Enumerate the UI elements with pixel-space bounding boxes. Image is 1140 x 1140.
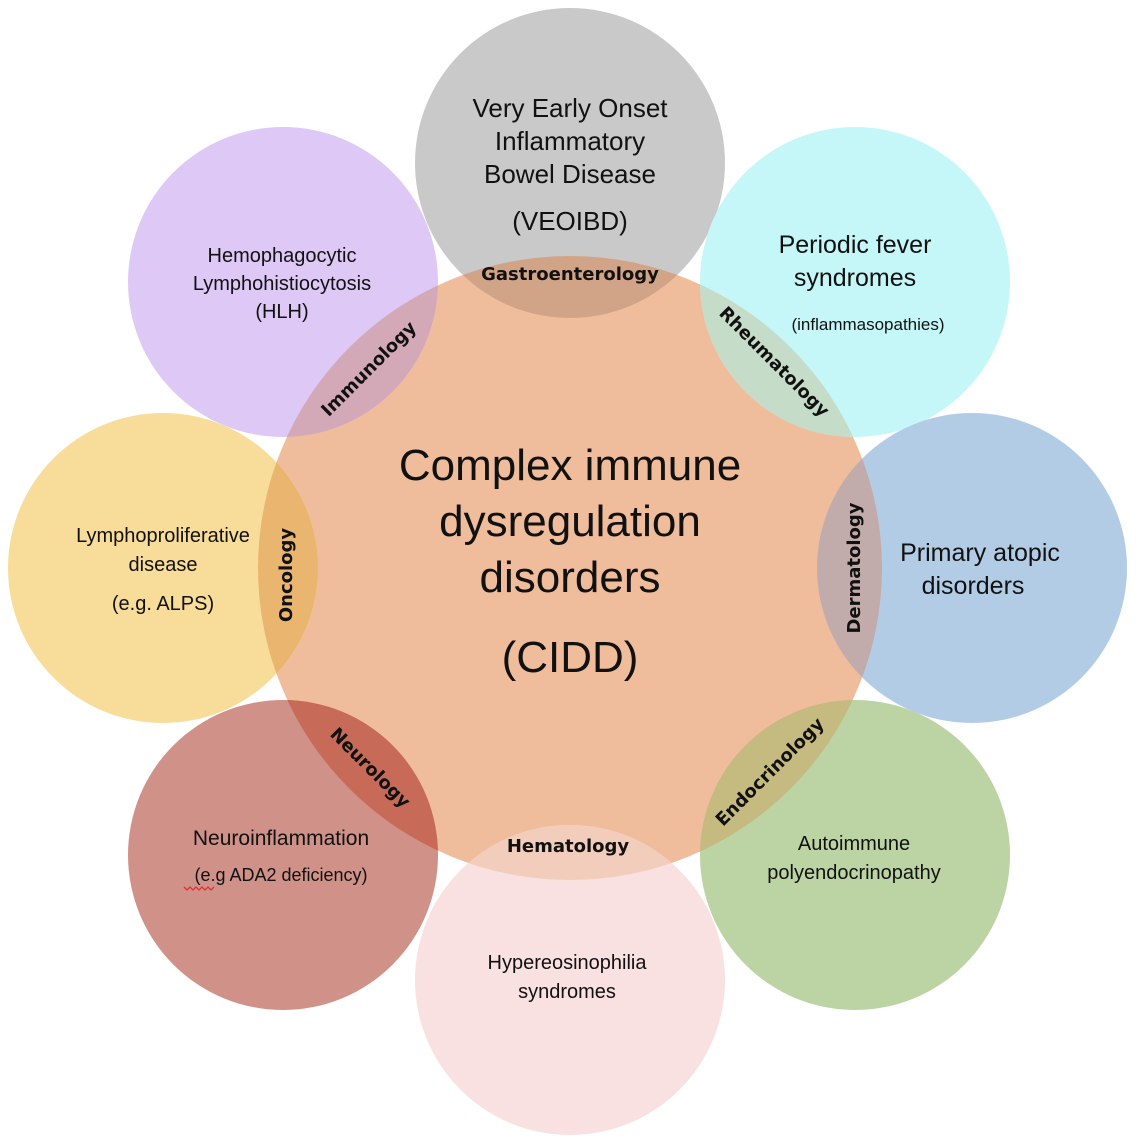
- lymphoproliferative-circle: [8, 413, 318, 723]
- dermatology-label: Dermatology: [844, 502, 865, 633]
- center-title-line-1: Complex immune: [399, 441, 741, 490]
- atopic-line-1: Primary atopic: [900, 539, 1060, 567]
- center-circle: [258, 256, 882, 880]
- veoibd-line-3: Bowel Disease: [484, 159, 656, 189]
- veoibd-line-4: (VEOIBD): [512, 206, 628, 236]
- polyendocrinopathy-line-2: polyendocrinopathy: [767, 862, 940, 884]
- veoibd-line-1: Very Early Onset: [472, 93, 668, 123]
- oncology-label: Oncology: [276, 528, 297, 623]
- hlh-line-3: (HLH): [255, 301, 308, 323]
- hematology-label: Hematology: [507, 836, 630, 857]
- center-title-line-3: disorders: [480, 553, 661, 602]
- atopic-line-2: disorders: [922, 572, 1025, 600]
- lymphoproliferative-line-2: disease: [129, 554, 198, 576]
- atopic-circle: [817, 413, 1127, 723]
- hypereosinophilia-circle: [415, 825, 725, 1135]
- hypereosinophilia-line-2: syndromes: [518, 981, 616, 1003]
- veoibd-line-2: Inflammatory: [495, 126, 645, 156]
- lymphoproliferative-line-1: Lymphoproliferative: [76, 525, 250, 547]
- neuroinflammation-line-1: Neuroinflammation: [193, 827, 369, 850]
- periodic-fever-line-2: syndromes: [794, 264, 916, 292]
- neuroinflammation-line-2: (e.g ADA2 deficiency): [194, 865, 367, 885]
- lymphoproliferative-line-3: (e.g. ALPS): [112, 593, 214, 615]
- periodic-fever-line-3: (inflammasopathies): [791, 315, 944, 334]
- spellcheck-squiggle: [183, 886, 215, 891]
- periodic-fever-line-1: Periodic fever: [779, 231, 932, 259]
- center-title-line-2: dysregulation: [439, 497, 701, 546]
- hypereosinophilia-line-1: Hypereosinophilia: [488, 952, 648, 974]
- gastroenterology-label: Gastroenterology: [481, 264, 659, 285]
- hlh-line-2: Lymphohistiocytosis: [193, 273, 371, 295]
- center-title: Complex immune dysregulation disorders (…: [399, 441, 741, 682]
- polyendocrinopathy-line-1: Autoimmune: [798, 833, 910, 855]
- hlh-line-1: Hemophagocytic: [208, 245, 357, 267]
- center-title-line-4: (CIDD): [502, 633, 639, 682]
- disease-labels: Very Early Onset Inflammatory Bowel Dise…: [76, 93, 1060, 1003]
- veoibd-circle: [415, 8, 725, 318]
